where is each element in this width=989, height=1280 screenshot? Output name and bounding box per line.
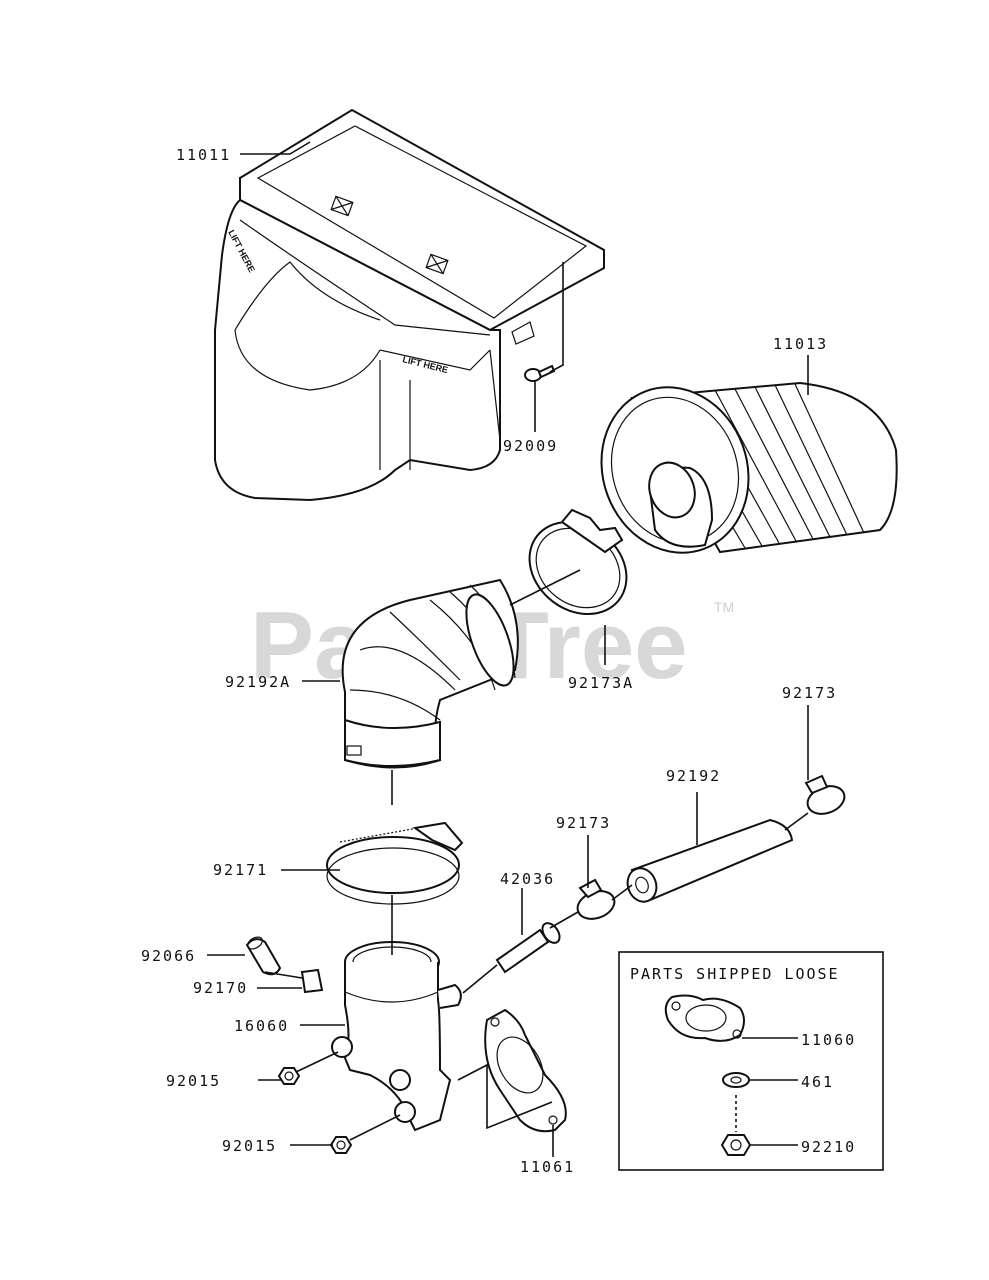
nut-92015-a[interactable] (277, 1067, 301, 1085)
air-filter-element[interactable] (579, 366, 898, 573)
callout-92192: 92192 (666, 767, 721, 785)
callout-11061: 11061 (520, 1158, 575, 1176)
leader-lines (207, 141, 809, 1157)
hose-clamp-92173A[interactable] (511, 503, 645, 633)
cap-92066[interactable] (245, 935, 282, 976)
callout-92210: 92210 (801, 1138, 856, 1156)
elbow-hose-92192A[interactable] (341, 578, 524, 769)
hose-clamp-92171[interactable] (326, 821, 464, 905)
callout-92192A: 92192A (225, 673, 291, 691)
clip-92170[interactable] (300, 968, 324, 994)
hose-92192[interactable] (623, 818, 794, 906)
callout-92015-a: 92015 (166, 1072, 221, 1090)
callout-92170: 92170 (193, 979, 248, 997)
callout-92173-mid: 92173 (556, 814, 611, 832)
callout-11013: 11013 (773, 335, 828, 353)
callout-92171: 92171 (213, 861, 268, 879)
nut-92210[interactable] (720, 1134, 752, 1156)
parts-shipped-loose-box: PARTS SHIPPED LOOSE 11060 461 92210 (618, 951, 884, 1171)
screw-92009[interactable] (524, 364, 556, 382)
fitting-42036[interactable] (495, 920, 563, 974)
callout-461: 461 (801, 1073, 834, 1091)
gasket-11061[interactable] (484, 1008, 567, 1133)
air-cleaner-cover[interactable]: LIFT HERE LIFT HERE (214, 108, 605, 502)
flange-gasket-11060[interactable] (664, 994, 745, 1042)
parts-box-title: PARTS SHIPPED LOOSE (630, 965, 840, 983)
callout-92173A: 92173A (568, 674, 634, 692)
clamp-92173-top[interactable] (804, 774, 849, 819)
callout-16060: 16060 (234, 1017, 289, 1035)
nut-92015-b[interactable] (329, 1136, 353, 1154)
callout-42036: 42036 (500, 870, 555, 888)
carburetor-adapter-16060[interactable] (331, 941, 462, 1132)
callout-92009: 92009 (503, 437, 558, 455)
callout-92173-top: 92173 (782, 684, 837, 702)
callout-92015-b: 92015 (222, 1137, 277, 1155)
clamp-92173-mid[interactable] (574, 878, 619, 924)
callout-11011: 11011 (176, 146, 231, 164)
washer-461[interactable] (722, 1072, 750, 1088)
callout-11060: 11060 (801, 1031, 856, 1049)
callout-92066: 92066 (141, 947, 196, 965)
watermark-trademark: TM (714, 599, 734, 615)
